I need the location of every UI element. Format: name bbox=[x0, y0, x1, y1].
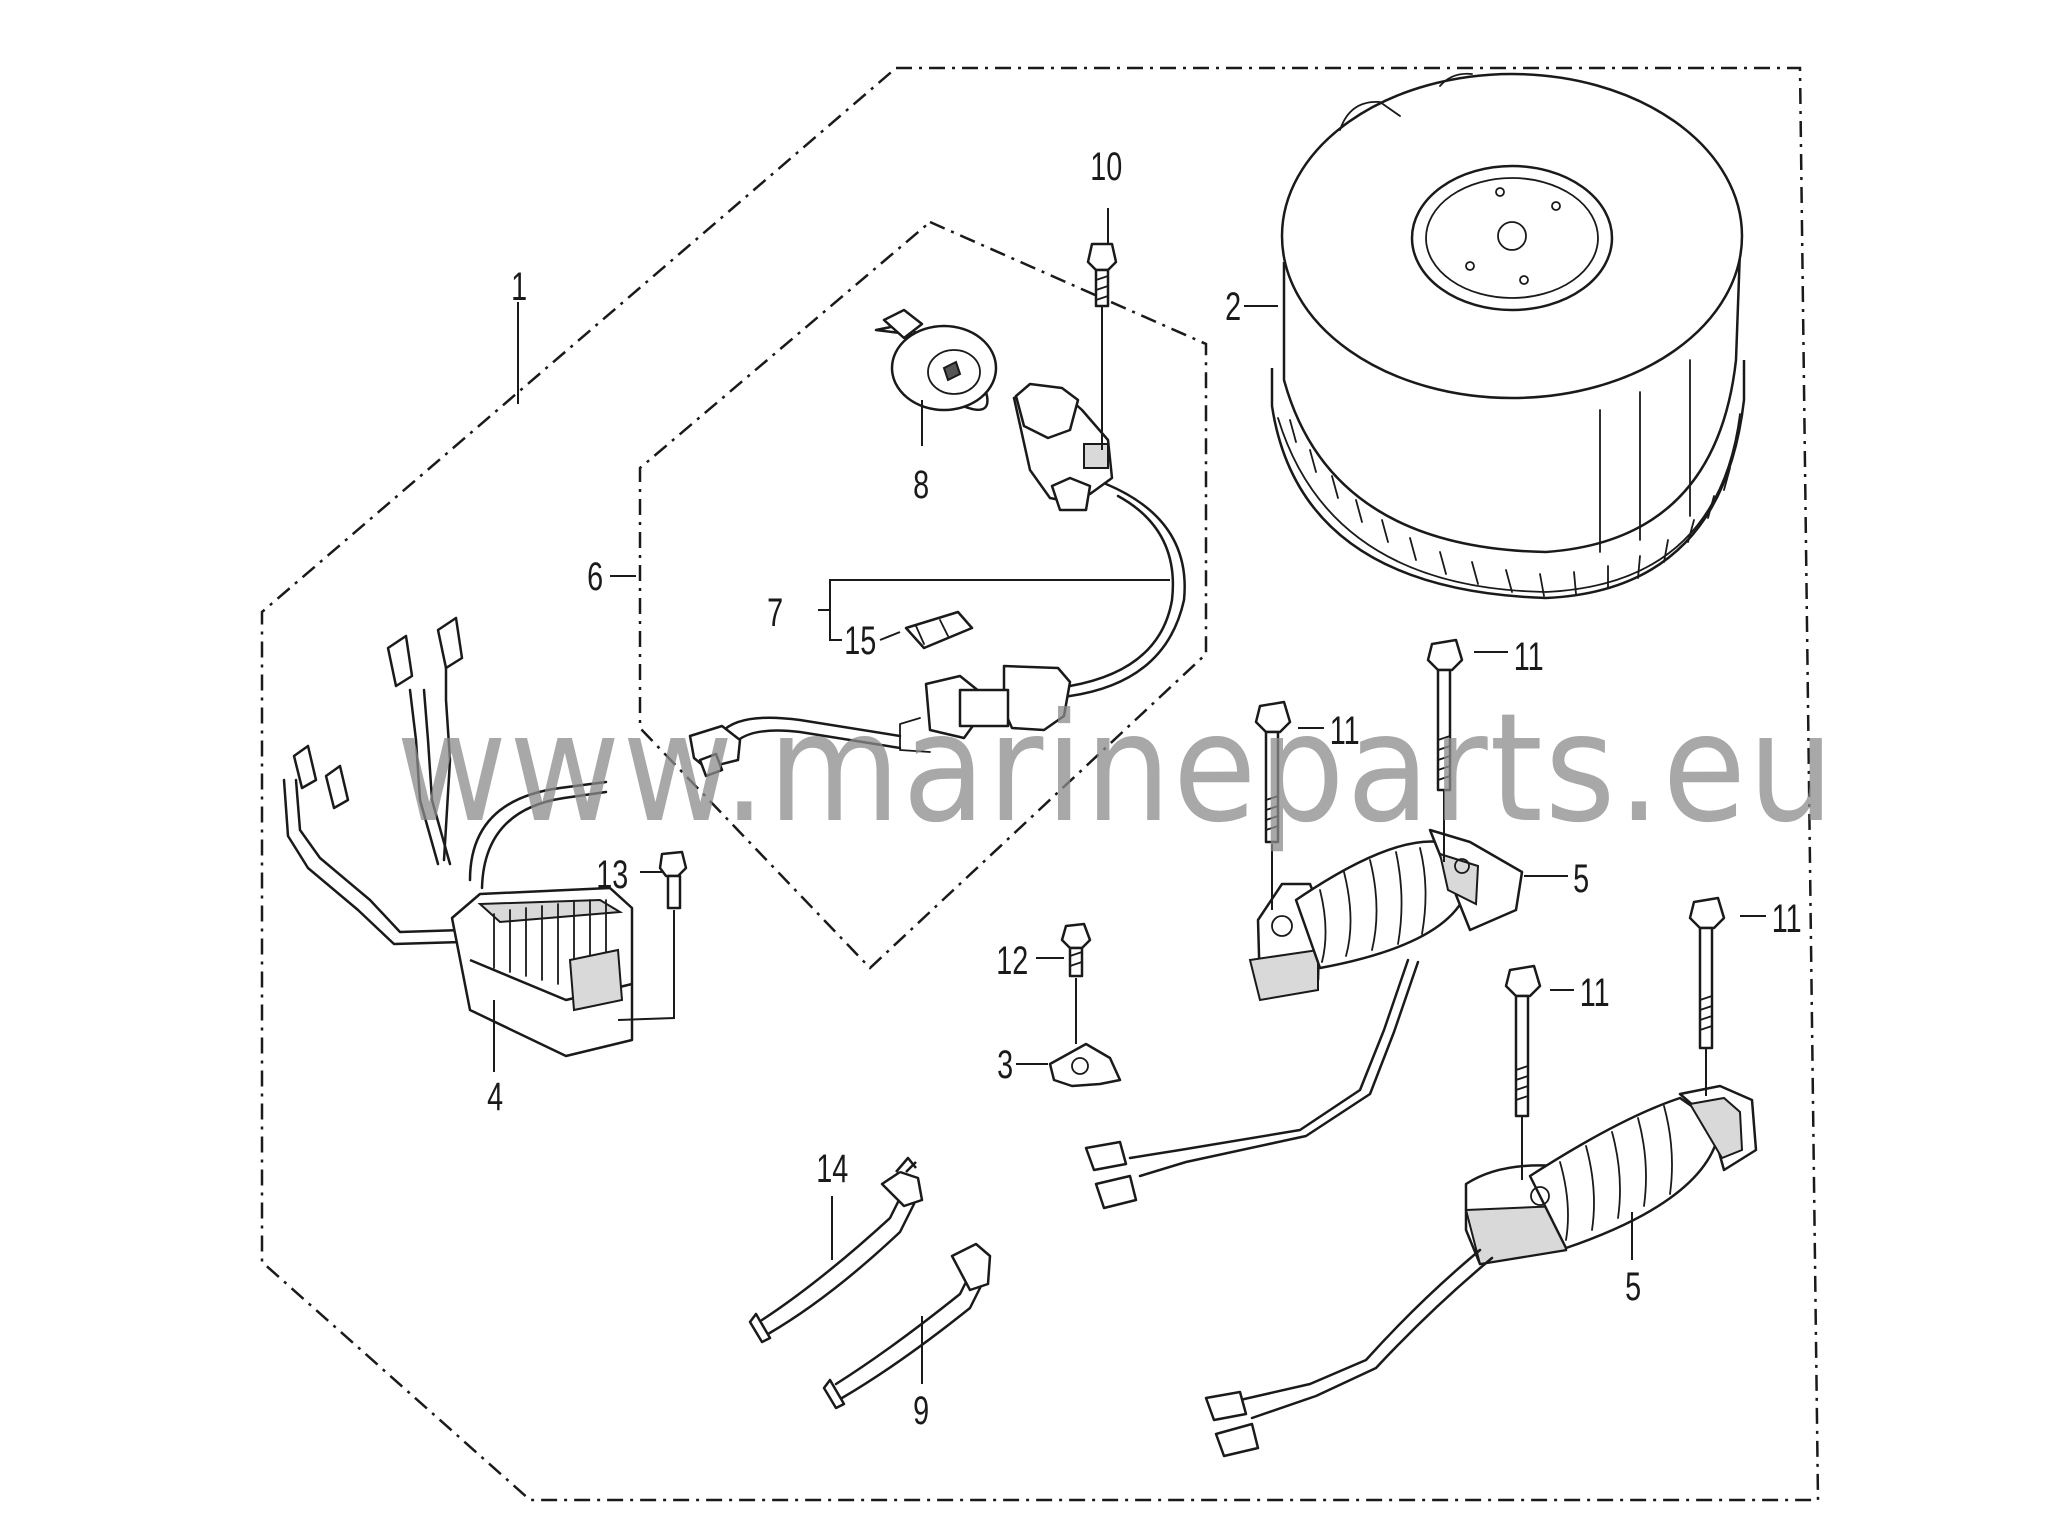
callout-12: 12 bbox=[996, 938, 1028, 983]
bolt-11-d bbox=[1688, 896, 1726, 1050]
callout-3: 3 bbox=[997, 1042, 1013, 1087]
tube-14 bbox=[748, 1156, 924, 1344]
ring-gear-teeth bbox=[1289, 419, 1731, 597]
callout-11b: 11 bbox=[1330, 708, 1360, 753]
inline-fuse-holder bbox=[899, 664, 1072, 753]
bolt-11-a bbox=[1254, 700, 1292, 844]
harness-end-connector bbox=[688, 724, 742, 778]
charge-coil-lower bbox=[1204, 1084, 1758, 1458]
bolt-12 bbox=[1060, 922, 1092, 978]
harness-wire-upper bbox=[1036, 482, 1186, 702]
small-bracket bbox=[1048, 1042, 1122, 1088]
callout-6: 6 bbox=[587, 554, 603, 599]
fuse bbox=[904, 610, 974, 650]
callout-5a: 5 bbox=[1573, 856, 1589, 901]
callout-14: 14 bbox=[816, 1146, 848, 1191]
bolt-10 bbox=[1086, 242, 1118, 308]
assembly-boundary-outer bbox=[260, 66, 1820, 1502]
callout-10: 10 bbox=[1090, 144, 1122, 189]
heatsink-fins bbox=[493, 899, 607, 995]
callout-5b: 5 bbox=[1625, 1264, 1641, 1309]
callout-1: 1 bbox=[511, 264, 527, 309]
callout-15: 15 bbox=[844, 618, 876, 663]
bolt-11-c bbox=[1504, 964, 1542, 1118]
plug-cap-connector bbox=[1012, 382, 1114, 512]
callout-4: 4 bbox=[487, 1074, 503, 1119]
watermark: www.marineparts.eu bbox=[396, 682, 1836, 856]
callout-13: 13 bbox=[596, 852, 628, 897]
tube-9 bbox=[822, 1242, 992, 1410]
bolt-13 bbox=[658, 850, 688, 910]
regulator-rectifier bbox=[282, 616, 634, 1058]
charge-coil-upper bbox=[1084, 828, 1524, 1210]
flywheel bbox=[1270, 72, 1746, 600]
callout-7: 7 bbox=[767, 590, 783, 635]
callout-2: 2 bbox=[1225, 284, 1241, 329]
callout-11d: 11 bbox=[1580, 970, 1610, 1015]
ignition-coil-unit bbox=[874, 308, 998, 412]
assembly-boundary-inner bbox=[638, 220, 1208, 970]
callout-leaders bbox=[493, 208, 1766, 1384]
harness-wire-lower bbox=[720, 716, 902, 738]
callout-labels: 1 2 3 4 5 5 6 7 8 9 10 11 11 11 11 12 13… bbox=[487, 144, 1802, 1433]
callout-9: 9 bbox=[913, 1388, 929, 1433]
callout-8: 8 bbox=[913, 462, 929, 507]
callout-11a: 11 bbox=[1514, 634, 1544, 679]
callout-11c: 11 bbox=[1772, 896, 1802, 941]
